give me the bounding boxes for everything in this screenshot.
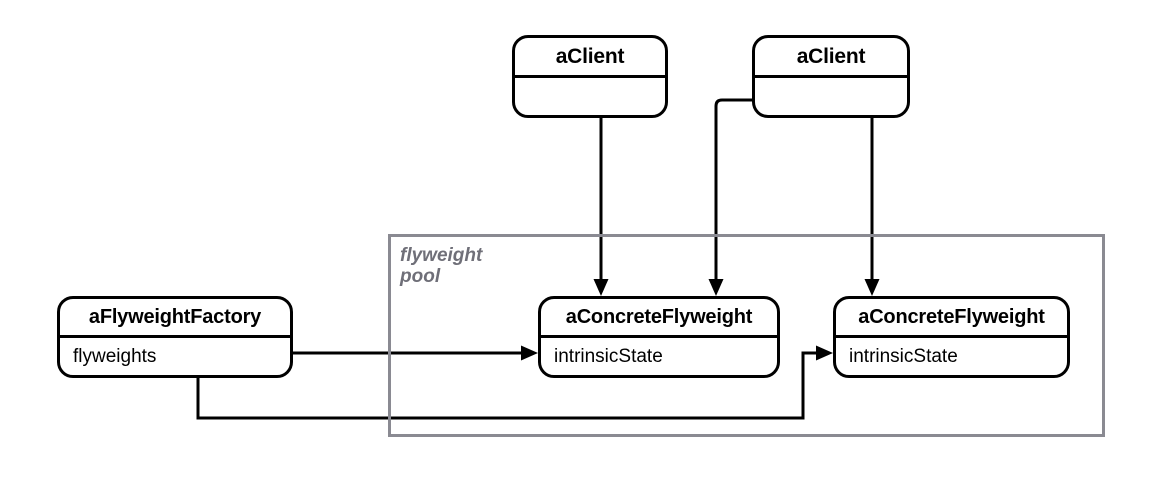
object-box-aclient-1[interactable]: aClient <box>512 35 668 118</box>
object-title-aclient-1: aClient <box>515 38 665 78</box>
object-attribute-intrinsicstate-1: intrinsicState <box>554 345 663 367</box>
arrowhead-client2-left-to-flyweight1 <box>708 279 724 296</box>
arrowhead-factory-to-flyweight2 <box>816 345 833 361</box>
object-box-aconcreteflyweight-1[interactable]: aConcreteFlyweight intrinsicState <box>538 296 780 378</box>
object-box-aflyweightfactory[interactable]: aFlyweightFactory flyweights <box>57 296 293 378</box>
object-title-aclient-2: aClient <box>755 38 907 78</box>
arrowhead-client1-to-flyweight1 <box>593 279 609 296</box>
object-attribute-intrinsicstate-2: intrinsicState <box>849 345 958 367</box>
object-title-aflyweightfactory: aFlyweightFactory <box>60 299 290 339</box>
object-box-aclient-2[interactable]: aClient <box>752 35 910 118</box>
object-attribute-aclient-1 <box>515 78 665 115</box>
arrowhead-client2-right-to-flyweight2 <box>864 279 880 296</box>
link-factory-to-flyweight2 <box>196 351 825 420</box>
object-box-aconcreteflyweight-2[interactable]: aConcreteFlyweight intrinsicState <box>833 296 1070 378</box>
object-title-aconcreteflyweight-1: aConcreteFlyweight <box>541 299 777 339</box>
object-attribute-aclient-2 <box>755 78 907 115</box>
flyweight-pool-label: flyweight pool <box>400 245 483 287</box>
flyweight-pool-boundary <box>388 234 1105 437</box>
arrowheads-layer <box>521 279 880 361</box>
arrowhead-factory-to-flyweight1 <box>521 345 538 361</box>
link-client2-left-to-flyweight1 <box>714 98 778 288</box>
object-title-aconcreteflyweight-2: aConcreteFlyweight <box>836 299 1067 339</box>
object-attribute-flyweights: flyweights <box>73 345 157 367</box>
